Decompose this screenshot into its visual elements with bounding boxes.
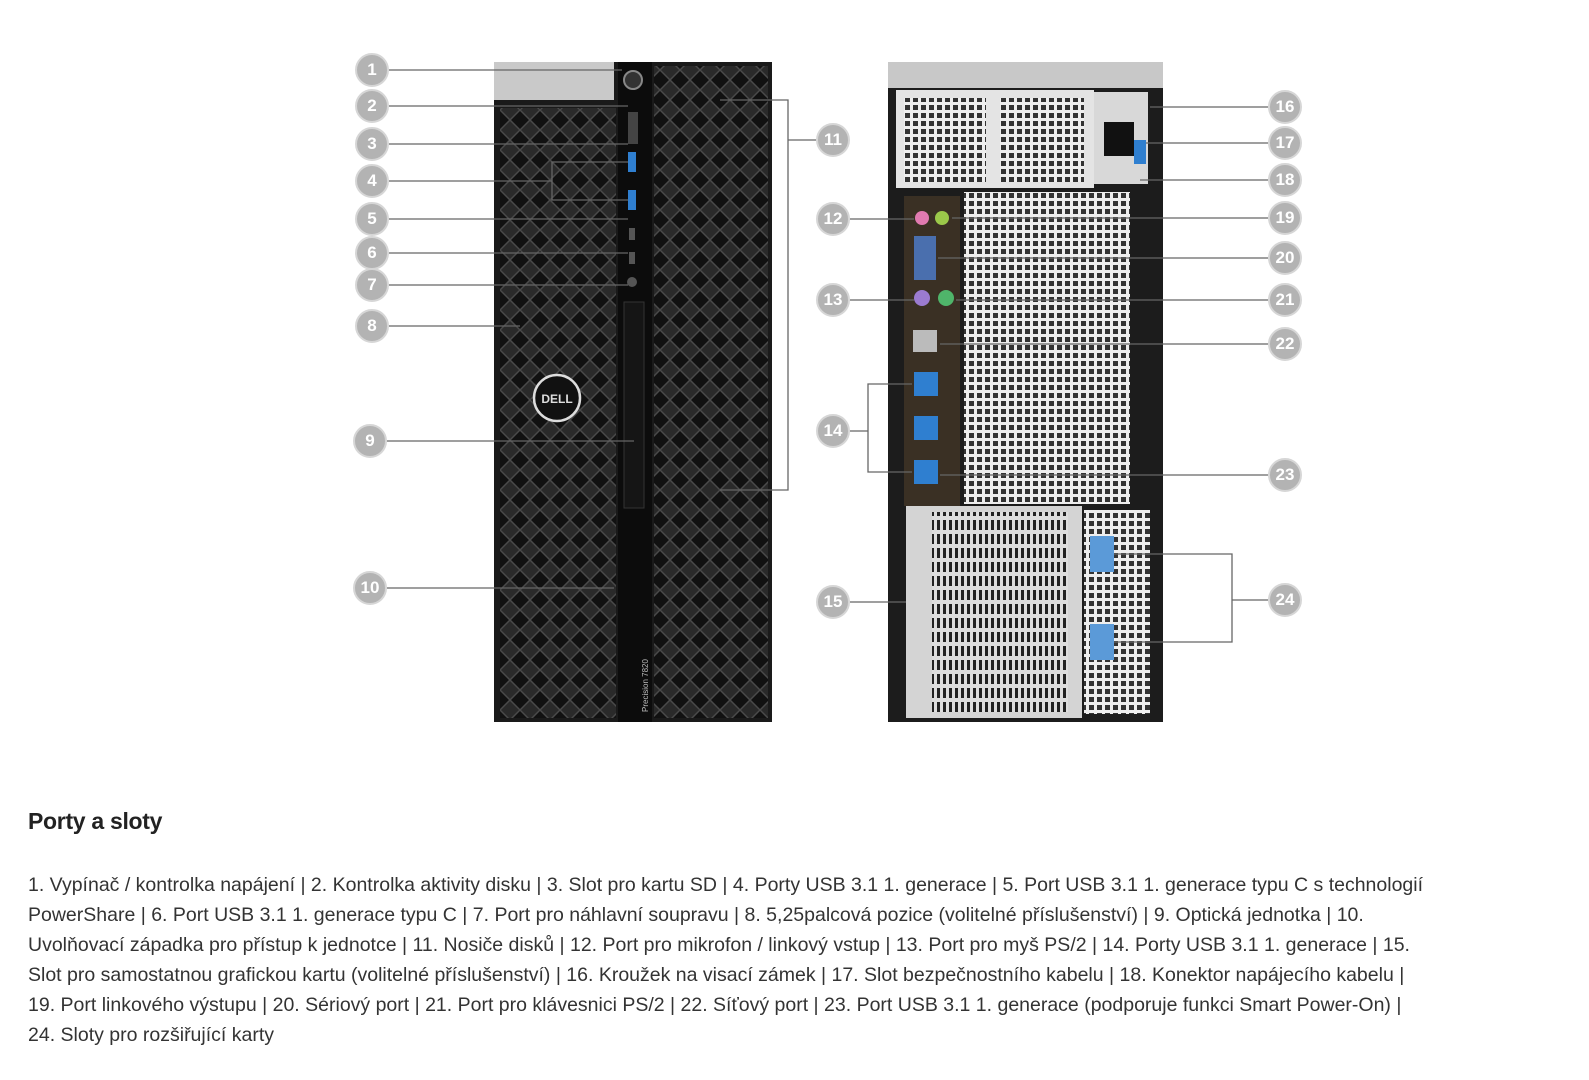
- callout-23: 23: [1268, 458, 1302, 492]
- model-label: Precision 7820: [641, 659, 650, 712]
- workstation-illustration: DELL Precision 7820: [387, 62, 1268, 722]
- leader-lines: [387, 69, 1268, 643]
- callout-9: 9: [353, 424, 387, 458]
- callout-24: 24: [1268, 583, 1302, 617]
- callout-3: 3: [355, 127, 389, 161]
- callout-19: 19: [1268, 201, 1302, 235]
- callout-18: 18: [1268, 163, 1302, 197]
- callout-15: 15: [816, 585, 850, 619]
- callout-20: 20: [1268, 241, 1302, 275]
- callout-14: 14: [816, 414, 850, 448]
- callout-4: 4: [355, 164, 389, 198]
- description-line: 19. Port linkového výstupu | 20. Sériový…: [28, 994, 1402, 1016]
- logo-text: DELL: [541, 392, 572, 406]
- back-view: [888, 62, 1163, 722]
- callout-8: 8: [355, 309, 389, 343]
- callout-7: 7: [355, 268, 389, 302]
- callout-11: 11: [816, 123, 850, 157]
- callout-16: 16: [1268, 90, 1302, 124]
- callout-1: 1: [355, 53, 389, 87]
- callout-21: 21: [1268, 283, 1302, 317]
- callout-2: 2: [355, 89, 389, 123]
- front-view: DELL Precision 7820: [494, 62, 772, 722]
- power-button-icon: [623, 70, 643, 90]
- dell-logo: [532, 373, 582, 423]
- description-line: Slot pro samostatnou grafickou kartu (vo…: [28, 964, 1405, 986]
- callout-12: 12: [816, 202, 850, 236]
- description-line: Uvolňovací západka pro přístup k jednotc…: [28, 934, 1410, 956]
- description-line: 24. Sloty pro rozšiřující karty: [28, 1024, 274, 1046]
- callout-5: 5: [355, 202, 389, 236]
- section-title: Porty a sloty: [28, 808, 163, 834]
- callout-6: 6: [355, 236, 389, 270]
- ports-description: 1. Vypínač / kontrolka napájení | 2. Kon…: [28, 870, 1423, 1050]
- product-diagram: DELL Precision 7820: [353, 53, 1302, 722]
- callout-13: 13: [816, 283, 850, 317]
- description-line: PowerShare | 6. Port USB 3.1 1. generace…: [28, 904, 1364, 926]
- callout-17: 17: [1268, 126, 1302, 160]
- callout-22: 22: [1268, 327, 1302, 361]
- callout-10: 10: [353, 571, 387, 605]
- description-line: 1. Vypínač / kontrolka napájení | 2. Kon…: [28, 874, 1424, 896]
